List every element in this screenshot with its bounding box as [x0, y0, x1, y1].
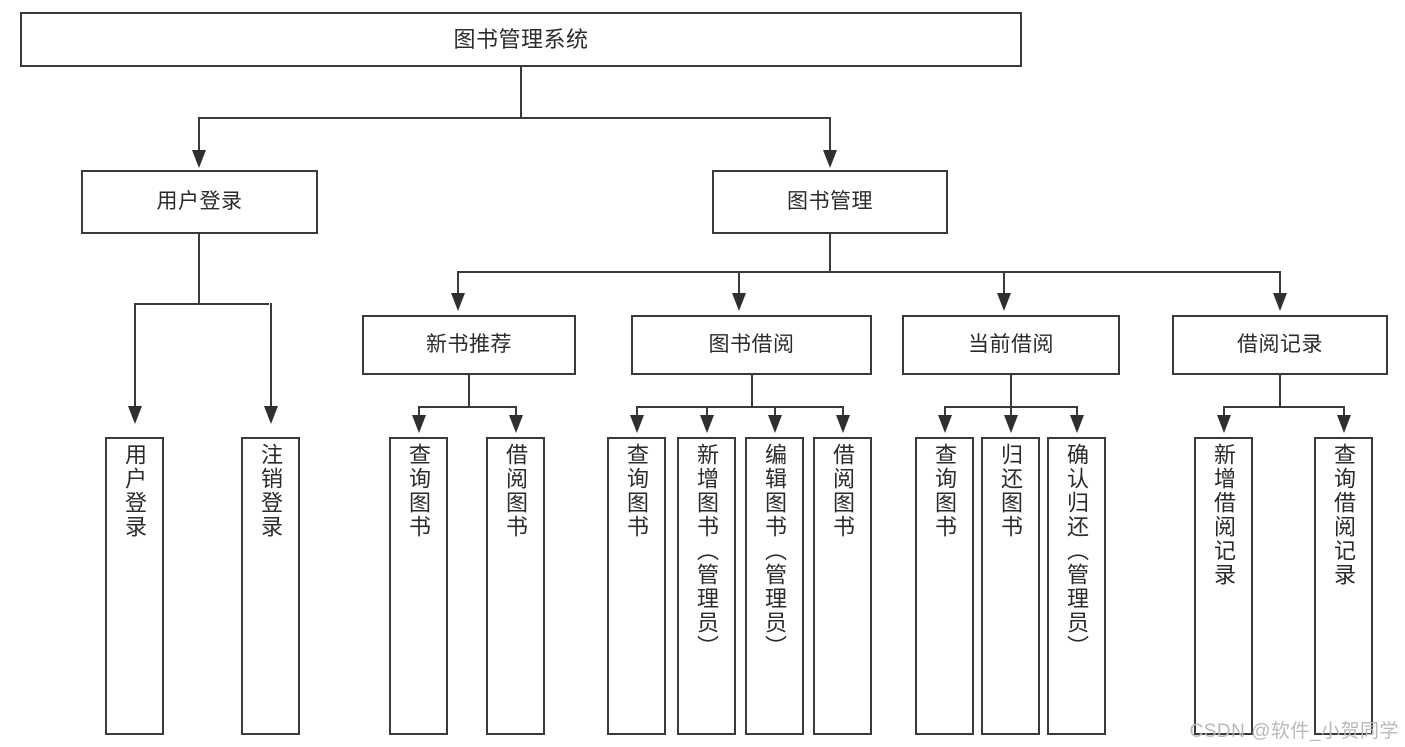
leaf-br-query-record[interactable]: 查询借阅记录 — [1314, 437, 1373, 735]
node-label: 当前借阅 — [968, 332, 1054, 356]
arrowhead-book-borrow — [732, 293, 746, 311]
arrowhead-current-borrow — [997, 293, 1011, 311]
connector-drop-leaf-cb-3 — [1076, 406, 1078, 418]
node-user-login[interactable]: 用户登录 — [81, 170, 318, 234]
arrowhead-leaf-bb-3 — [768, 415, 782, 433]
node-label: 查询图书 — [624, 443, 650, 539]
node-label: 借阅记录 — [1237, 332, 1323, 356]
node-label: 借阅图书 — [503, 443, 529, 539]
leaf-cb-confirm-return-admin[interactable]: 确认归还（管理员） — [1047, 437, 1106, 735]
connector-drop-leaf-nb-1 — [418, 406, 420, 418]
arrowhead-leaf-cb-2 — [1004, 415, 1018, 433]
connector-root-stem — [520, 67, 522, 118]
connector-book-borrow-bus — [636, 406, 844, 408]
node-borrow-record[interactable]: 借阅记录 — [1172, 315, 1388, 375]
connector-drop-leaf-logout — [270, 303, 272, 409]
node-label: 查询图书 — [932, 443, 958, 539]
node-current-borrow[interactable]: 当前借阅 — [902, 315, 1120, 375]
connector-drop-leaf-bb-3 — [774, 406, 776, 418]
arrowhead-leaf-logout — [264, 406, 278, 424]
connector-level1-bus — [199, 117, 831, 119]
node-label: 借阅图书 — [830, 443, 856, 539]
node-label: 新增图书（管理员） — [694, 443, 720, 659]
connector-borrow-record-stem — [1279, 375, 1281, 408]
arrowhead-leaf-cb-3 — [1070, 415, 1084, 433]
leaf-bb-query-book[interactable]: 查询图书 — [607, 437, 666, 735]
arrowhead-borrow-record — [1273, 293, 1287, 311]
arrowhead-leaf-br-2 — [1337, 415, 1351, 433]
node-label: 新增借阅记录 — [1211, 443, 1237, 587]
node-label: 用户登录 — [156, 189, 243, 213]
connector-new-book-bus — [418, 406, 517, 408]
connector-drop-current-borrow — [1003, 271, 1005, 296]
connector-drop-book-borrow — [738, 271, 740, 296]
arrowhead-leaf-nb-1 — [412, 415, 426, 433]
leaf-bb-borrow-book[interactable]: 借阅图书 — [813, 437, 872, 735]
arrowhead-leaf-bb-1 — [630, 415, 644, 433]
leaf-nb-borrow-book[interactable]: 借阅图书 — [486, 437, 545, 735]
connector-book-management-stem — [829, 234, 831, 272]
watermark-text: CSDN @软件_小贺同学 — [1189, 721, 1399, 742]
leaf-br-add-record[interactable]: 新增借阅记录 — [1194, 437, 1253, 735]
node-label: 确认归还（管理员） — [1064, 443, 1090, 659]
leaf-bb-add-book-admin[interactable]: 新增图书（管理员） — [677, 437, 736, 735]
node-label: 用户登录 — [122, 443, 148, 539]
connector-user-login-stem — [198, 234, 200, 304]
connector-borrow-record-bus — [1223, 406, 1345, 408]
arrowhead-leaf-bb-4 — [836, 415, 850, 433]
leaf-bb-edit-book-admin[interactable]: 编辑图书（管理员） — [745, 437, 804, 735]
connector-drop-leaf-cb-2 — [1010, 406, 1012, 418]
connector-drop-leaf-br-2 — [1343, 406, 1345, 418]
arrowhead-leaf-nb-2 — [509, 415, 523, 433]
arrowhead-leaf-cb-1 — [938, 415, 952, 433]
arrowhead-leaf-bb-2 — [700, 415, 714, 433]
connector-current-borrow-stem — [1010, 375, 1012, 408]
arrowhead-book-management — [823, 150, 837, 168]
connector-drop-user-login — [198, 117, 200, 153]
connector-user-login-bus — [134, 303, 269, 305]
node-label: 查询图书 — [406, 443, 432, 539]
connector-book-borrow-stem — [751, 375, 753, 408]
connector-new-book-stem — [468, 375, 470, 408]
node-root-book-management-system[interactable]: 图书管理系统 — [20, 12, 1022, 67]
connector-drop-book-management — [829, 117, 831, 153]
connector-drop-leaf-bb-4 — [842, 406, 844, 418]
node-label: 注销登录 — [258, 443, 284, 539]
connector-drop-leaf-bb-2 — [706, 406, 708, 418]
connector-drop-new-book — [457, 271, 459, 296]
arrowhead-leaf-br-1 — [1217, 415, 1231, 433]
leaf-logout[interactable]: 注销登录 — [241, 437, 300, 735]
connector-drop-leaf-bb-1 — [636, 406, 638, 418]
node-label: 图书管理 — [787, 189, 873, 213]
connector-drop-borrow-record — [1279, 271, 1281, 296]
arrowhead-leaf-user-login — [128, 406, 142, 424]
node-label: 编辑图书（管理员） — [762, 443, 788, 659]
node-book-management[interactable]: 图书管理 — [712, 170, 948, 234]
connector-drop-leaf-nb-2 — [515, 406, 517, 418]
node-label: 图书借阅 — [708, 332, 795, 356]
leaf-cb-query-book[interactable]: 查询图书 — [915, 437, 974, 735]
arrowhead-user-login — [192, 150, 206, 168]
node-label: 归还图书 — [998, 443, 1024, 539]
leaf-nb-query-book[interactable]: 查询图书 — [389, 437, 448, 735]
node-new-book-recommend[interactable]: 新书推荐 — [362, 315, 576, 375]
node-book-borrow[interactable]: 图书借阅 — [631, 315, 872, 375]
connector-level2-bus — [457, 271, 1281, 273]
leaf-cb-return-book[interactable]: 归还图书 — [981, 437, 1040, 735]
connector-drop-leaf-cb-1 — [944, 406, 946, 418]
arrowhead-new-book — [451, 293, 465, 311]
node-label: 查询借阅记录 — [1331, 443, 1357, 587]
node-label: 图书管理系统 — [453, 26, 589, 52]
connector-drop-leaf-br-1 — [1223, 406, 1225, 418]
connector-drop-leaf-user-login — [134, 303, 136, 409]
node-label: 新书推荐 — [426, 332, 512, 356]
leaf-user-login[interactable]: 用户登录 — [105, 437, 164, 735]
